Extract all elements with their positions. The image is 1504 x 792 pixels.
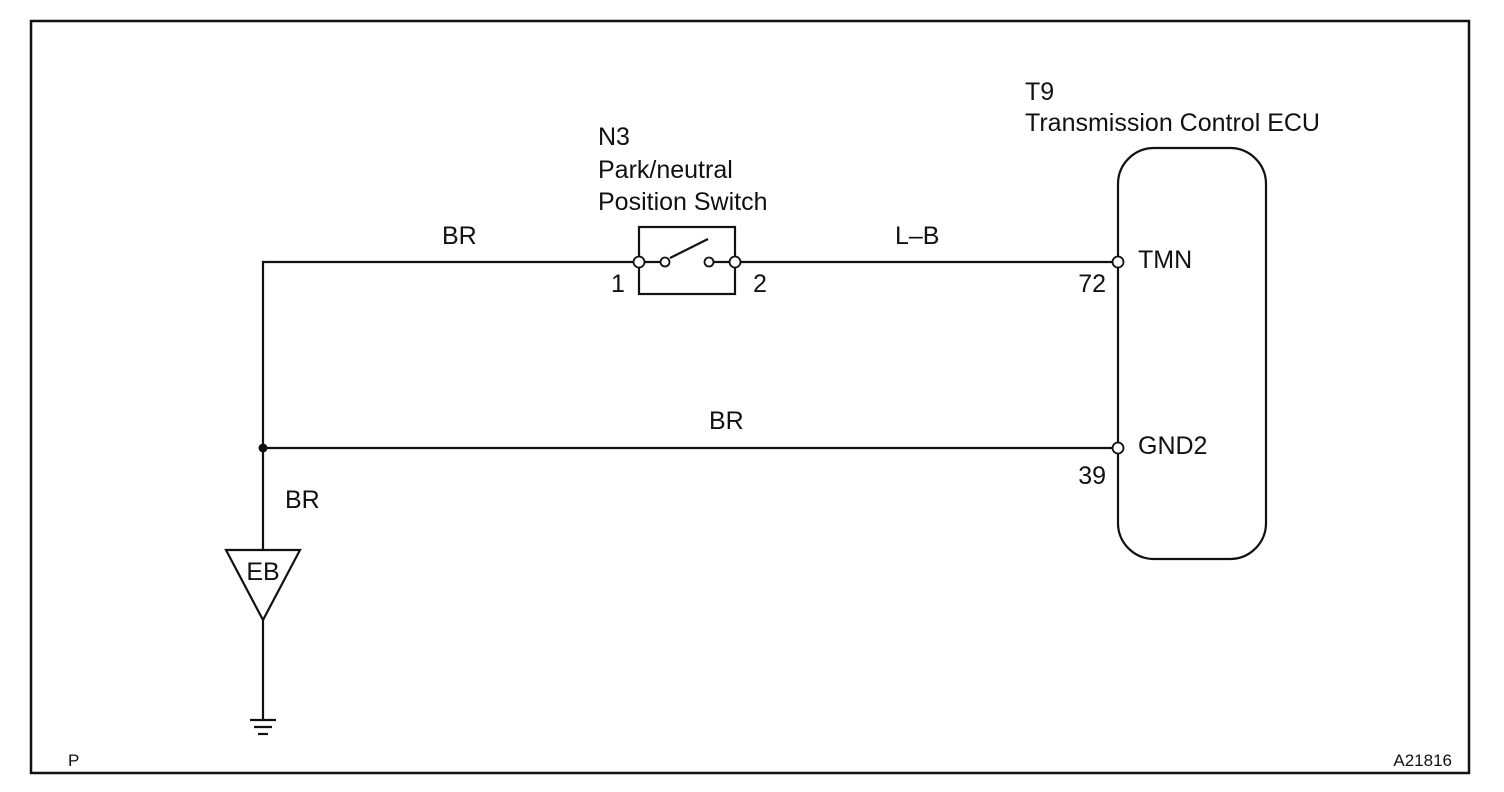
switch-name-line2: Position Switch <box>598 188 768 216</box>
ground-point-label: EB <box>246 558 279 586</box>
wire-label-br-middle: BR <box>709 407 744 435</box>
wire-label-br-top: BR <box>442 222 477 250</box>
ecu-pin-gnd2-terminal <box>1111 441 1125 455</box>
switch-contact-right <box>703 256 715 268</box>
switch-name-line1: Park/neutral <box>598 156 733 184</box>
wire-br-ground-to-switch <box>261 260 633 448</box>
ecu-name: Transmission Control ECU <box>1025 109 1320 137</box>
ground-point-triangle <box>224 548 302 623</box>
wire-label-lb: L–B <box>895 222 939 250</box>
switch-body <box>637 225 737 296</box>
ecu-pin-tmn-terminal <box>1111 255 1125 269</box>
switch-pin-1-terminal <box>632 255 646 269</box>
ecu-pin-tmn-name: TMN <box>1138 246 1192 274</box>
ecu-pin-gnd2-name: GND2 <box>1138 432 1207 460</box>
switch-contact-arm <box>669 238 709 259</box>
ground-symbol-icon <box>250 718 276 736</box>
corner-label-left: P <box>68 751 79 770</box>
switch-pin-2-label: 2 <box>753 270 767 298</box>
diagram-frame <box>29 19 1471 775</box>
ecu-code: T9 <box>1025 78 1054 106</box>
ecu-pin-gnd2-number: 39 <box>1078 462 1106 490</box>
ecu-body <box>1116 146 1268 561</box>
switch-code: N3 <box>598 123 630 151</box>
switch-pin-2-terminal <box>728 255 742 269</box>
switch-pin-1-label: 1 <box>611 270 625 298</box>
switch-contact-left <box>659 256 671 268</box>
ecu-pin-tmn-number: 72 <box>1078 270 1106 298</box>
corner-label-right: A21816 <box>1393 751 1452 770</box>
park-neutral-position-switch <box>632 225 742 296</box>
wire-label-br-lower: BR <box>285 486 320 514</box>
